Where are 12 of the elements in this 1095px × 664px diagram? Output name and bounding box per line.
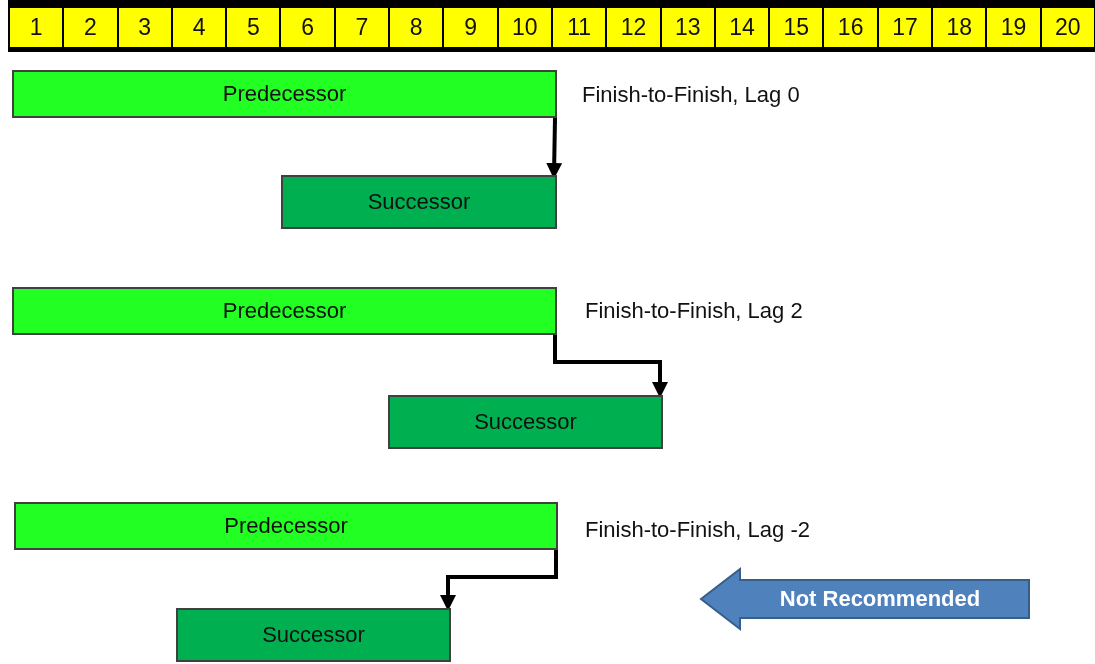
block-arrow: Not Recommended <box>700 568 1030 630</box>
relationship-label: Finish-to-Finish, Lag 2 <box>585 298 803 324</box>
predecessor-bar: Predecessor <box>14 502 558 550</box>
relationship-label: Finish-to-Finish, Lag 0 <box>582 82 800 108</box>
successor-bar: Successor <box>388 395 663 449</box>
arrow <box>440 550 558 611</box>
arrow <box>553 335 668 398</box>
successor-bar: Successor <box>176 608 451 662</box>
relationship-label: Finish-to-Finish, Lag -2 <box>585 517 810 543</box>
predecessor-bar: Predecessor <box>12 287 557 335</box>
successor-bar: Successor <box>281 175 557 229</box>
predecessor-bar: Predecessor <box>12 70 557 118</box>
